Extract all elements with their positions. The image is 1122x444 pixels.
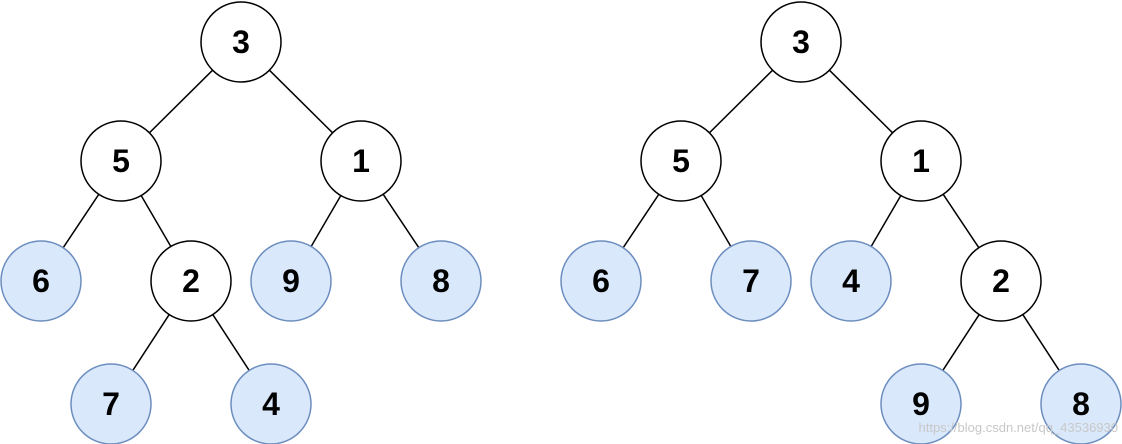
internal-node-circle: [880, 120, 962, 202]
node-value-label: 3: [232, 24, 250, 60]
left-tree-node-9: 9: [250, 240, 332, 322]
edges-layer: [62, 69, 1060, 371]
watermark-text: https://blog.csdn.net/qq_43536930: [919, 420, 1119, 435]
right-tree-edge-b1-b2: [942, 193, 980, 249]
node-value-label: 1: [352, 143, 370, 179]
leaf-node-circle: [1040, 363, 1122, 444]
leaf-node-circle: [880, 363, 962, 444]
left-tree-edge-a5-a6: [62, 193, 100, 249]
left-tree-edge-a1-a9: [310, 195, 342, 247]
leaf-node-circle: [810, 240, 892, 322]
node-value-label: 2: [992, 263, 1010, 299]
internal-node-circle: [960, 240, 1042, 322]
left-tree-node-6: 6: [0, 240, 82, 322]
left-tree-node-5: 5: [80, 120, 162, 202]
node-value-label: 8: [432, 263, 450, 299]
right-tree-node-7: 7: [710, 240, 792, 322]
left-tree-edge-a3-a5: [148, 69, 214, 134]
node-value-label: 5: [112, 143, 130, 179]
node-value-label: 7: [742, 263, 760, 299]
internal-node-circle: [150, 240, 232, 322]
left-tree-node-4: 4: [230, 363, 312, 444]
node-value-label: 5: [672, 143, 690, 179]
left-tree-node-2: 2: [150, 240, 232, 322]
left-tree-edge-a3-a1: [268, 69, 334, 134]
leaf-node-circle: [0, 240, 82, 322]
right-tree-node-8: 8: [1040, 363, 1122, 444]
left-tree-edge-a2-a4: [212, 314, 250, 371]
right-tree-edge-b2-b8: [1022, 314, 1060, 371]
leaf-node-circle: [230, 363, 312, 444]
right-tree-node-4: 4: [810, 240, 892, 322]
right-tree-edge-b3-b1: [828, 69, 894, 134]
right-tree-node-9: 9: [880, 363, 962, 444]
node-value-label: 3: [792, 24, 810, 60]
internal-node-circle: [640, 120, 722, 202]
left-tree-node-1: 1: [320, 120, 402, 202]
right-tree-edge-b2-b9: [942, 314, 980, 371]
node-value-label: 9: [912, 386, 930, 422]
left-tree-node-3: 3: [200, 1, 282, 83]
right-tree-edge-b5-b7: [700, 195, 732, 247]
node-value-label: 6: [32, 263, 50, 299]
node-value-label: 8: [1072, 386, 1090, 422]
right-tree-edge-b3-b5: [708, 69, 774, 134]
leaf-node-circle: [70, 363, 152, 444]
node-value-label: 9: [282, 263, 300, 299]
internal-node-circle: [80, 120, 162, 202]
internal-node-circle: [200, 1, 282, 83]
node-value-label: 6: [592, 263, 610, 299]
right-tree-node-3: 3: [760, 1, 842, 83]
left-tree-node-7: 7: [70, 363, 152, 444]
right-tree-node-6: 6: [560, 240, 642, 322]
right-tree-node-5: 5: [640, 120, 722, 202]
node-value-label: 7: [102, 386, 120, 422]
internal-node-circle: [320, 120, 402, 202]
left-tree-node-8: 8: [400, 240, 482, 322]
left-tree-edge-a2-a7: [132, 314, 170, 371]
right-tree-node-1: 1: [880, 120, 962, 202]
internal-node-circle: [760, 1, 842, 83]
leaf-node-circle: [250, 240, 332, 322]
node-value-label: 1: [912, 143, 930, 179]
left-tree-edge-a1-a8: [382, 193, 420, 249]
right-tree-node-2: 2: [960, 240, 1042, 322]
leaf-node-circle: [560, 240, 642, 322]
right-tree-edge-b5-b6: [622, 193, 660, 249]
node-value-label: 4: [842, 263, 860, 299]
right-tree-edge-b1-b4: [870, 195, 902, 247]
node-value-label: 2: [182, 263, 200, 299]
leaf-node-circle: [710, 240, 792, 322]
left-tree-edge-a5-a2: [140, 195, 172, 247]
node-value-label: 4: [262, 386, 280, 422]
leaf-node-circle: [400, 240, 482, 322]
